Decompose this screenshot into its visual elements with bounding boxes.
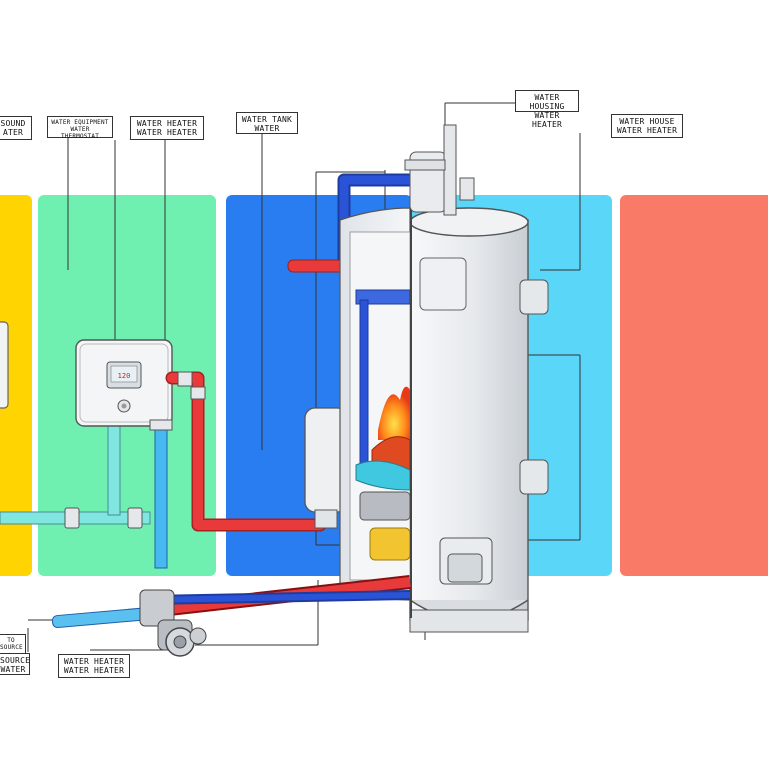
cold-vertical-pipe — [149, 419, 173, 569]
label-water-heater-right: WATER HOUSE WATER HEATER — [611, 114, 683, 138]
bottom-valve — [139, 589, 207, 657]
label-thermostat: WATER EQUIPMENT WATER THERMOSTAT — [47, 116, 113, 140]
bottom-pipes — [51, 575, 411, 629]
label-water-heater-top: WATER HEATER WATER HEATER — [130, 116, 204, 140]
tank-cutaway — [339, 207, 412, 618]
label-water-tank: WATER TANK WATER — [236, 112, 298, 134]
left-inlet-pipe — [0, 507, 151, 529]
tank-body — [409, 207, 549, 633]
salmon-panel — [620, 195, 768, 576]
hot-pipe-to-tank — [165, 371, 327, 532]
label-bottom-heater: WATER HEATER WATER HEATER — [58, 654, 130, 678]
controller-display: 120 — [118, 372, 131, 380]
tank-top-fittings — [404, 124, 475, 216]
left-edge-device — [0, 321, 9, 409]
label-top-valve: WATER HOUSING WATER HEATER — [515, 90, 579, 129]
thermostat-controller — [75, 339, 173, 516]
label-bottom-left: SOURCE WATER — [0, 653, 30, 675]
label-left-edge: SOUND ATER — [0, 116, 32, 140]
label-bottom-left-small: TO SOURCE — [0, 634, 26, 654]
expansion-tank — [304, 407, 348, 529]
